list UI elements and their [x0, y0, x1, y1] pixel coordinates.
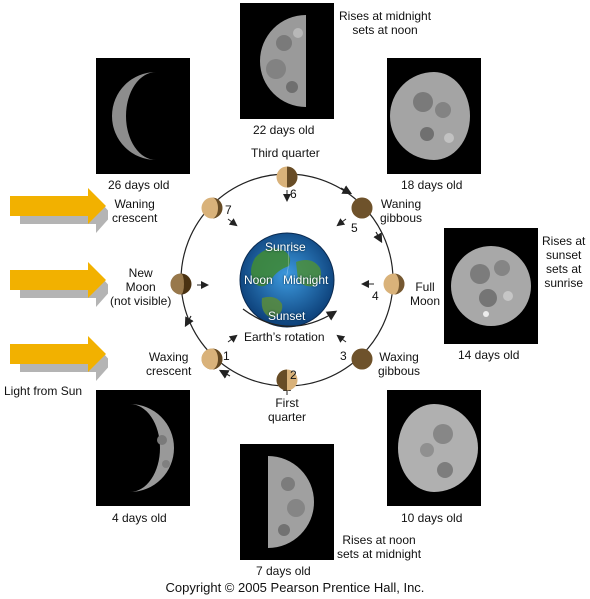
full-moon-label: Full Moon [410, 280, 441, 308]
earth-noon-label: Noon [244, 273, 273, 287]
orbit-direction-arrow [218, 369, 231, 379]
orbit-direction-arrow [340, 185, 353, 195]
waning-gibbous-label: Waning gibbous [380, 197, 423, 225]
earth-midnight-label: Midnight [283, 273, 329, 287]
orbit-direction-arrow [184, 315, 194, 328]
sun-ray-arrow [10, 336, 108, 381]
moon-photo-10-days [387, 390, 481, 506]
age-label-18: 18 days old [401, 178, 463, 192]
orbit-moon-new [170, 273, 192, 295]
moon-motion-arrow [227, 334, 238, 343]
rise-info-first-quarter: Rises at noon sets at midnight [337, 533, 422, 561]
orbit-moon-full [383, 273, 405, 295]
age-label-7: 7 days old [256, 564, 311, 578]
orbit-moon-waxing-gibbous [351, 348, 373, 370]
phase-number-1: 1 [223, 349, 230, 363]
waxing-crescent-label: Waxing crescent [146, 350, 192, 378]
waning-crescent-label: Waning crescent [112, 197, 158, 225]
moon-photo-7-days [240, 444, 334, 560]
orbit-moon-first-quarter [276, 369, 298, 391]
orbit-moon-waning-gibbous [351, 197, 373, 219]
age-label-10: 10 days old [401, 511, 463, 525]
moon-motion-arrow [336, 218, 347, 227]
phase-number-3: 3 [340, 349, 347, 363]
orbit-moon-waxing-crescent [201, 348, 223, 370]
earth-globe [239, 232, 335, 328]
age-label-14: 14 days old [458, 348, 520, 362]
orbit-moon-waning-crescent [201, 197, 223, 219]
earth-rotation-label: Earth’s rotation [244, 330, 325, 344]
phase-number-7: 7 [225, 203, 232, 217]
moon-motion-arrow [336, 334, 347, 343]
earth-sunset-label: Sunset [268, 309, 306, 323]
age-label-22: 22 days old [253, 123, 315, 137]
first-quarter-label: First quarter [268, 396, 307, 424]
rotation-arrow [242, 308, 338, 327]
rise-info-full-moon: Rises at sunset sets at sunrise [542, 234, 586, 290]
waxing-gibbous-label: Waxing gibbous [378, 350, 421, 378]
moon-photo-26-days [96, 58, 190, 174]
phase-number-4: 4 [372, 289, 379, 303]
moon-photo-4-days [96, 390, 190, 506]
moon-photo-18-days [387, 58, 481, 174]
phase-number-6: 6 [290, 187, 297, 201]
age-label-4: 4 days old [112, 511, 167, 525]
earth-sunrise-label: Sunrise [265, 240, 306, 254]
moon-photo-14-days [444, 228, 538, 344]
moon-motion-arrow [227, 218, 238, 227]
sun-ray-arrow [10, 262, 108, 307]
age-label-26: 26 days old [108, 178, 170, 192]
phase-number-5: 5 [351, 221, 358, 235]
light-from-sun-label: Light from Sun [4, 384, 83, 398]
moon-photo-22-days [240, 3, 334, 119]
orbit-moon-third-quarter [276, 166, 298, 188]
copyright-notice: Copyright © 2005 Pearson Prentice Hall, … [165, 580, 425, 595]
sun-ray-arrow [10, 188, 108, 233]
new-moon-label: New Moon (not visible) [110, 266, 172, 308]
rise-info-third-quarter: Rises at midnight sets at noon [339, 9, 432, 37]
phase-number-2: 2 [290, 368, 297, 382]
orbit-direction-arrow [373, 231, 383, 244]
third-quarter-label: Third quarter [251, 146, 320, 160]
